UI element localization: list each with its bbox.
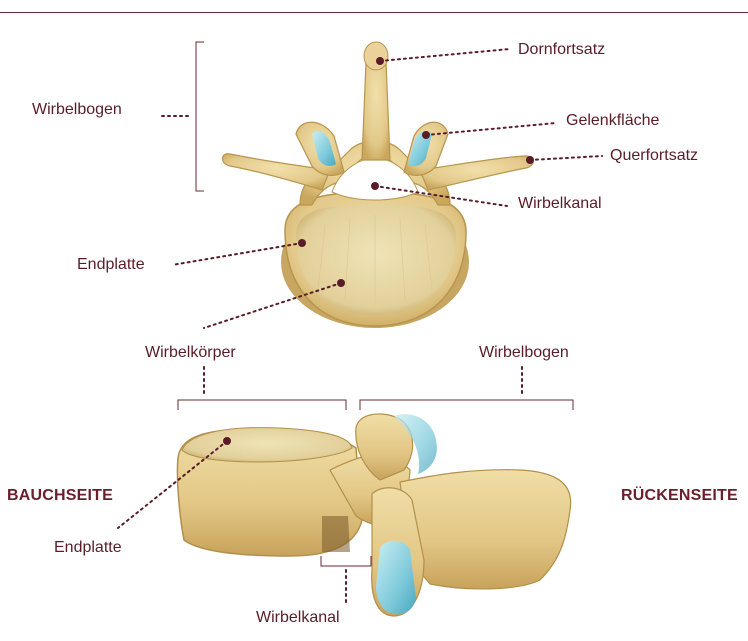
label-endplatte-top: Endplatte xyxy=(77,257,145,273)
side-view-vertebra xyxy=(177,414,570,616)
label-wirbelkanal-side: Wirbelkanal xyxy=(256,610,340,626)
label-wirbelbogen-top: Wirbelbogen xyxy=(32,102,122,118)
label-querfortsatz: Querfortsatz xyxy=(610,148,698,164)
label-endplatte-side: Endplatte xyxy=(54,540,122,556)
label-rueckenseite: RÜCKENSEITE xyxy=(621,488,738,504)
label-wirbelkoerper: Wirbelkörper xyxy=(145,345,236,361)
wirbelbogen-side-bracket xyxy=(360,400,573,410)
wirbelkoerper-bracket xyxy=(178,400,346,410)
label-bauchseite: BAUCHSEITE xyxy=(7,488,113,504)
wirbelkanal-bracket xyxy=(321,556,371,566)
label-wirbelbogen-side: Wirbelbogen xyxy=(479,345,569,361)
label-wirbelkanal-top: Wirbelkanal xyxy=(518,196,602,212)
wirbelbogen-bracket xyxy=(196,42,204,191)
label-gelenkflaeche: Gelenkfläche xyxy=(566,113,659,129)
label-dornfortsatz: Dornfortsatz xyxy=(518,42,605,58)
